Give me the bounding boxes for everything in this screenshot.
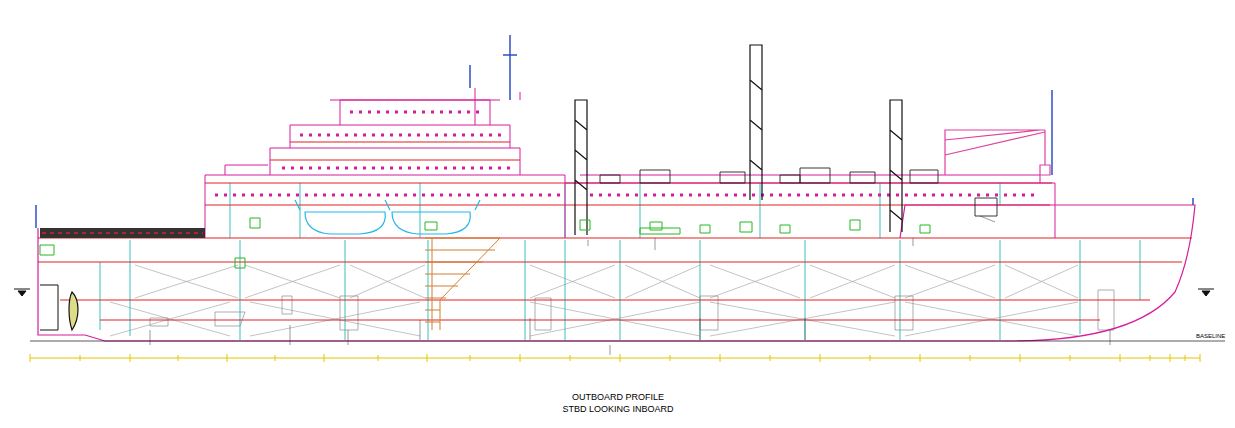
baseline-label: BASELINE — [1196, 333, 1225, 340]
drawing-title: OUTBOARD PROFILE — [572, 393, 664, 403]
lifeboats — [295, 200, 480, 234]
deck-machinery — [600, 168, 997, 216]
leader-lines — [150, 216, 1110, 355]
green-equipment — [40, 218, 930, 268]
stern-rail — [40, 228, 205, 238]
rudder — [40, 285, 58, 330]
kingposts — [575, 45, 902, 235]
hull-outline — [38, 205, 1195, 341]
drawing-caption: STBD LOOKING INBOARD — [562, 405, 673, 415]
baseline — [30, 341, 1225, 342]
masts — [36, 35, 1193, 228]
waterline-symbol — [14, 289, 1214, 296]
propeller — [69, 292, 78, 330]
frame-ruler — [30, 354, 1200, 362]
superstructure — [205, 88, 1055, 238]
tank-outlines — [150, 290, 1114, 330]
stern-rail-marks — [42, 232, 203, 234]
deck-lines — [38, 142, 1192, 320]
deck-crane — [945, 130, 1050, 175]
access-ladder — [425, 238, 500, 330]
